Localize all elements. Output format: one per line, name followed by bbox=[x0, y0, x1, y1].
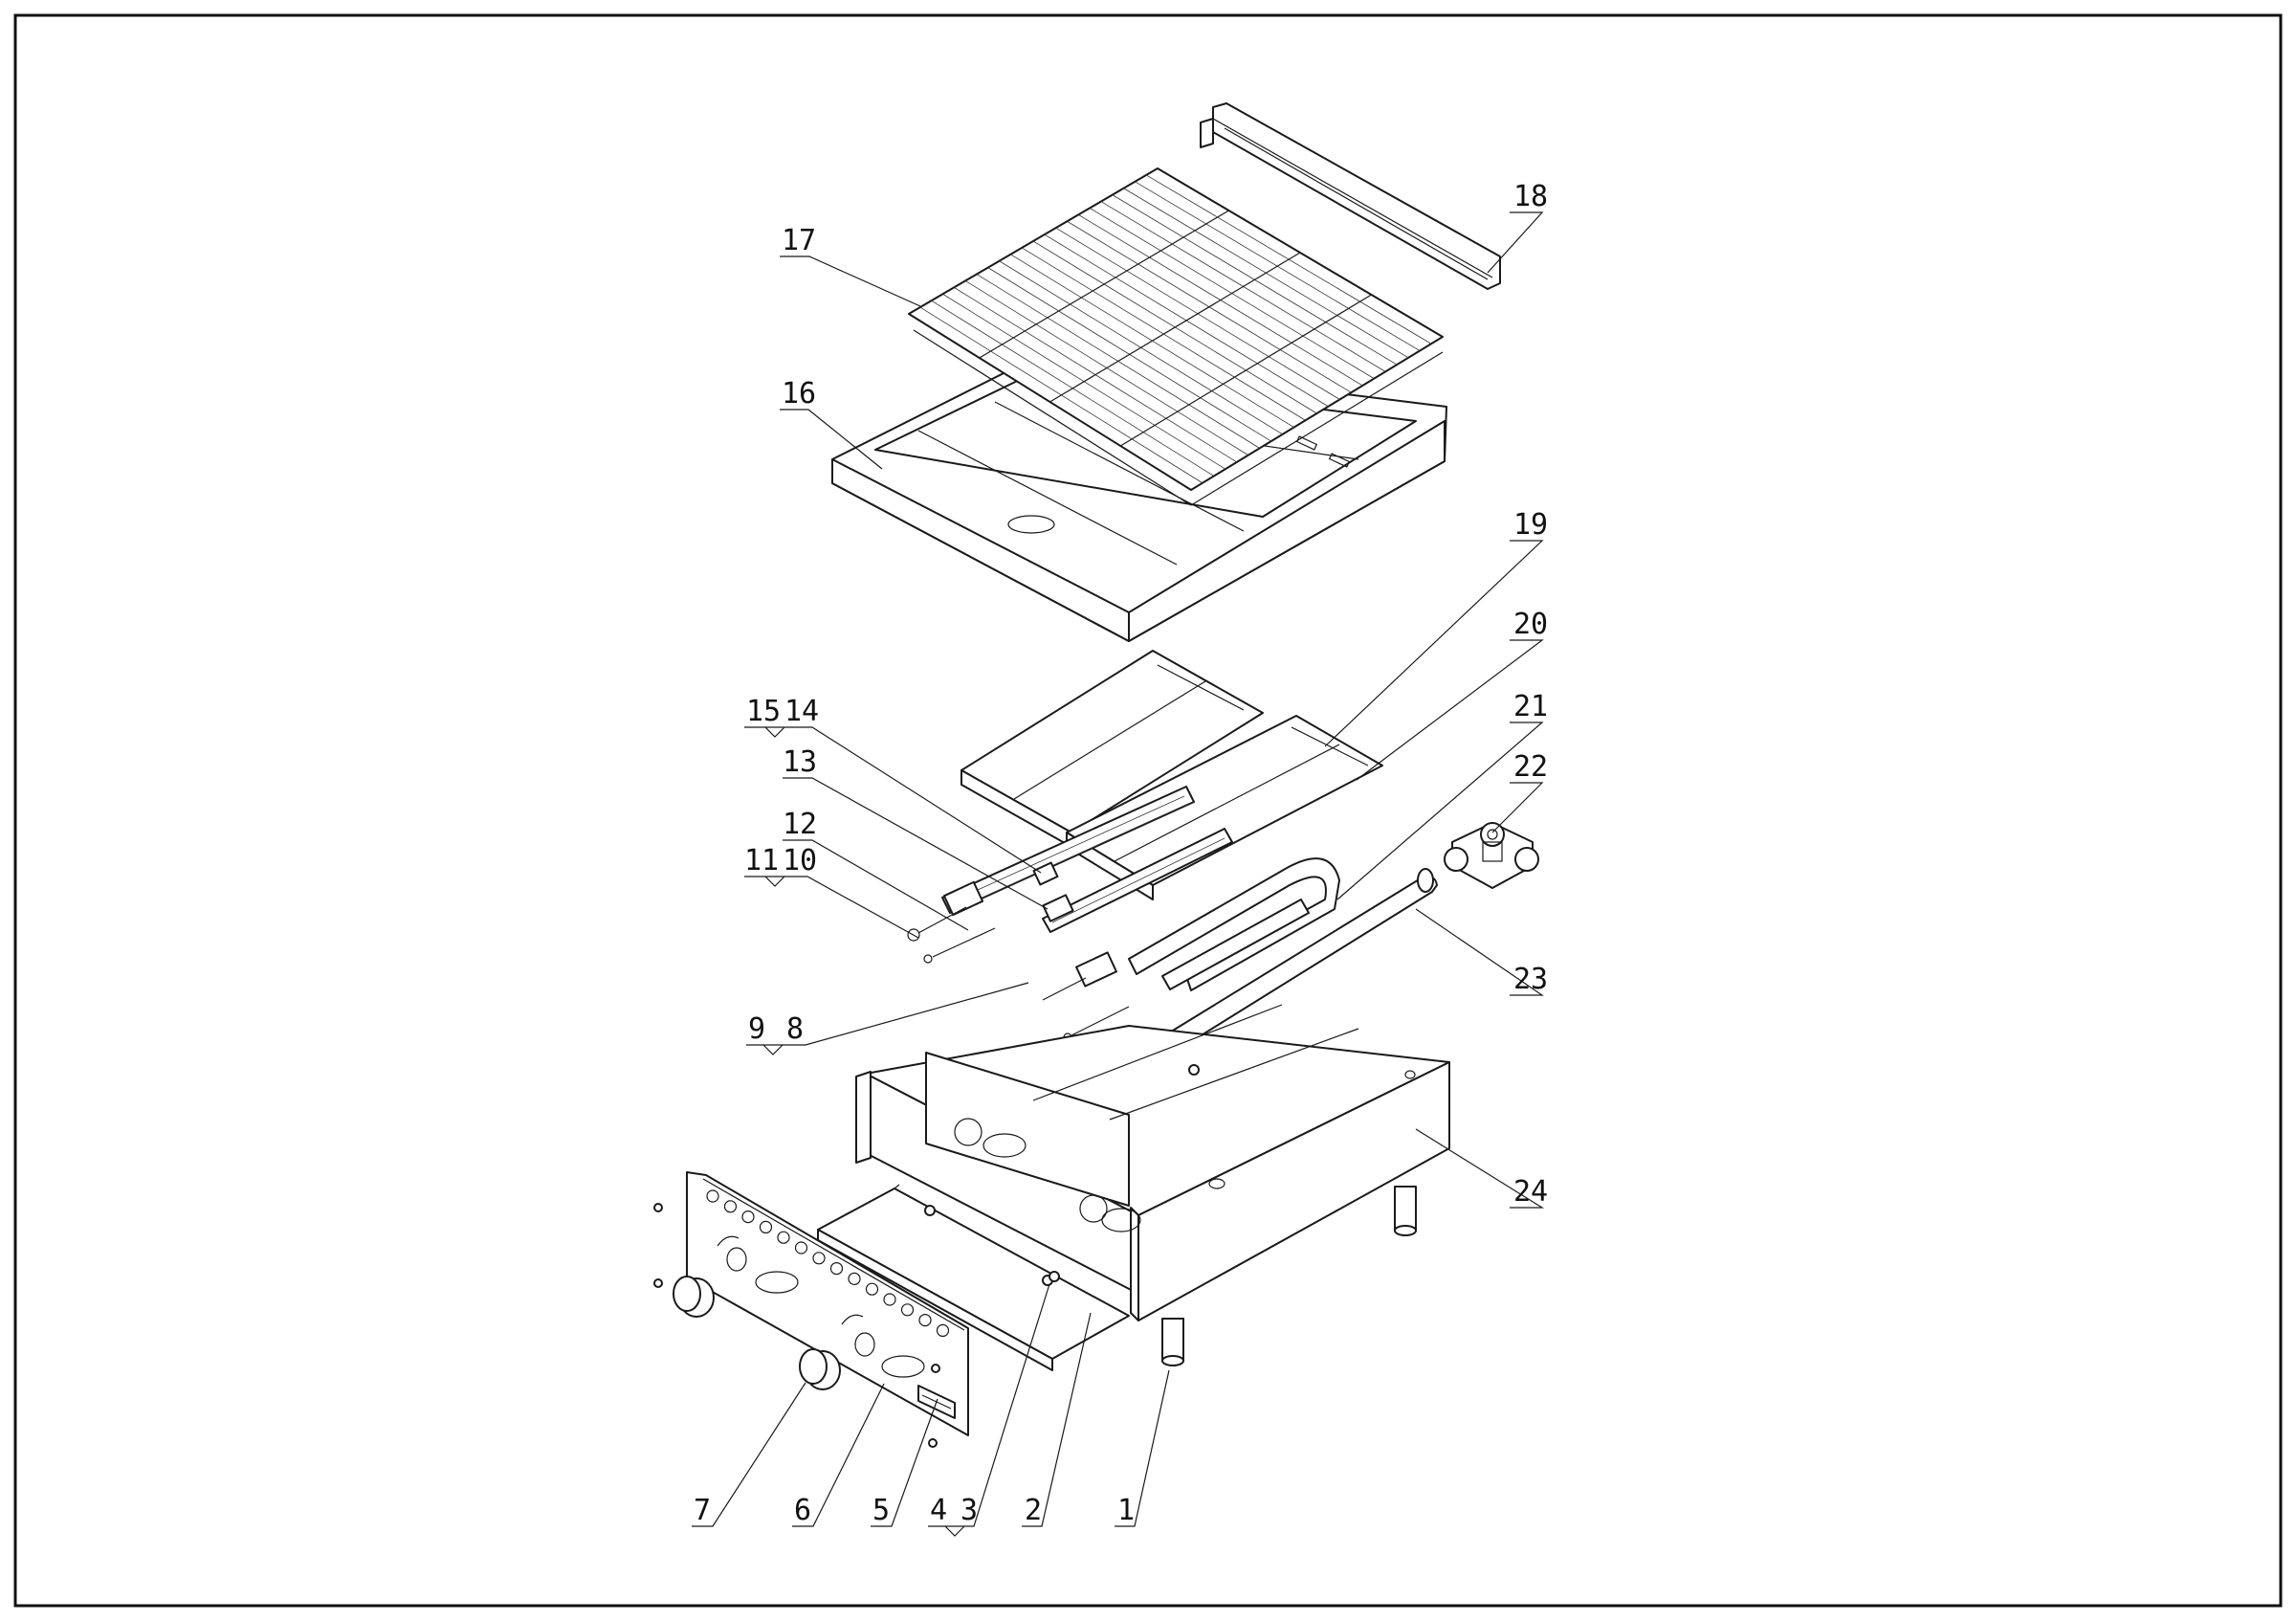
part-21-u-burner bbox=[1042, 857, 1340, 1042]
callout-4: 4 bbox=[930, 1494, 947, 1527]
grate-crossbar bbox=[979, 210, 1229, 359]
callout-19: 19 bbox=[1513, 508, 1548, 542]
callout-15: 15 bbox=[746, 695, 781, 728]
grate-crossbar bbox=[1049, 252, 1301, 403]
part-18-rear-rail bbox=[1200, 102, 1501, 290]
part-2-drip-tray bbox=[817, 1184, 1130, 1371]
callout-18: 18 bbox=[1513, 180, 1548, 213]
part-7-control-knobs bbox=[673, 1276, 841, 1390]
callout-7: 7 bbox=[694, 1494, 711, 1527]
panel-hole bbox=[759, 1220, 773, 1234]
part-19-radiant bbox=[960, 650, 1264, 848]
part-3-4-fasteners bbox=[924, 1064, 1200, 1286]
callout-22: 22 bbox=[1513, 750, 1548, 784]
panel-hole bbox=[706, 1189, 719, 1203]
panel-hole bbox=[777, 1231, 790, 1244]
panel-hole bbox=[883, 1293, 896, 1306]
callout-3: 3 bbox=[960, 1494, 978, 1527]
panel-hole bbox=[848, 1272, 861, 1286]
callout-24: 24 bbox=[1513, 1175, 1548, 1209]
panel-hole bbox=[741, 1210, 755, 1224]
callout-16: 16 bbox=[782, 377, 816, 411]
panel-hole bbox=[936, 1323, 950, 1338]
burner-assembly-left bbox=[907, 786, 1233, 964]
panel-screws bbox=[653, 1203, 940, 1448]
callout-9: 9 bbox=[748, 1012, 765, 1046]
callout-17: 17 bbox=[782, 224, 816, 257]
callout-12: 12 bbox=[783, 808, 817, 841]
callout-labels: 1 2 3 4 5 6 7 8 9 10 11 12 13 14 15 16 1… bbox=[694, 180, 1548, 1527]
callout-11: 11 bbox=[744, 844, 779, 877]
part-22-gas-valve bbox=[1444, 822, 1539, 889]
part-24-main-body bbox=[855, 1004, 1450, 1366]
panel-hole bbox=[723, 1200, 738, 1213]
callout-14: 14 bbox=[784, 695, 819, 728]
panel-hole bbox=[794, 1241, 808, 1255]
callout-2: 2 bbox=[1025, 1494, 1042, 1527]
callout-21: 21 bbox=[1513, 690, 1548, 723]
callout-10: 10 bbox=[783, 844, 817, 877]
panel-hole bbox=[900, 1303, 915, 1317]
part-17-cooking-grate bbox=[908, 167, 1444, 506]
callout-23: 23 bbox=[1513, 963, 1548, 996]
callout-1: 1 bbox=[1117, 1494, 1135, 1527]
panel-hole bbox=[812, 1252, 826, 1265]
panel-hole bbox=[829, 1261, 844, 1276]
callout-8: 8 bbox=[786, 1012, 804, 1046]
part-6-control-panel bbox=[686, 1171, 969, 1436]
panel-hole bbox=[865, 1282, 879, 1296]
panel-hole bbox=[918, 1313, 932, 1327]
callout-5: 5 bbox=[872, 1494, 890, 1527]
leader-lines bbox=[692, 211, 1545, 1537]
grate-crossbar bbox=[1119, 294, 1372, 447]
callout-13: 13 bbox=[783, 745, 817, 779]
callout-20: 20 bbox=[1513, 608, 1548, 641]
callout-6: 6 bbox=[794, 1494, 811, 1527]
drawing-border bbox=[13, 13, 2283, 1608]
